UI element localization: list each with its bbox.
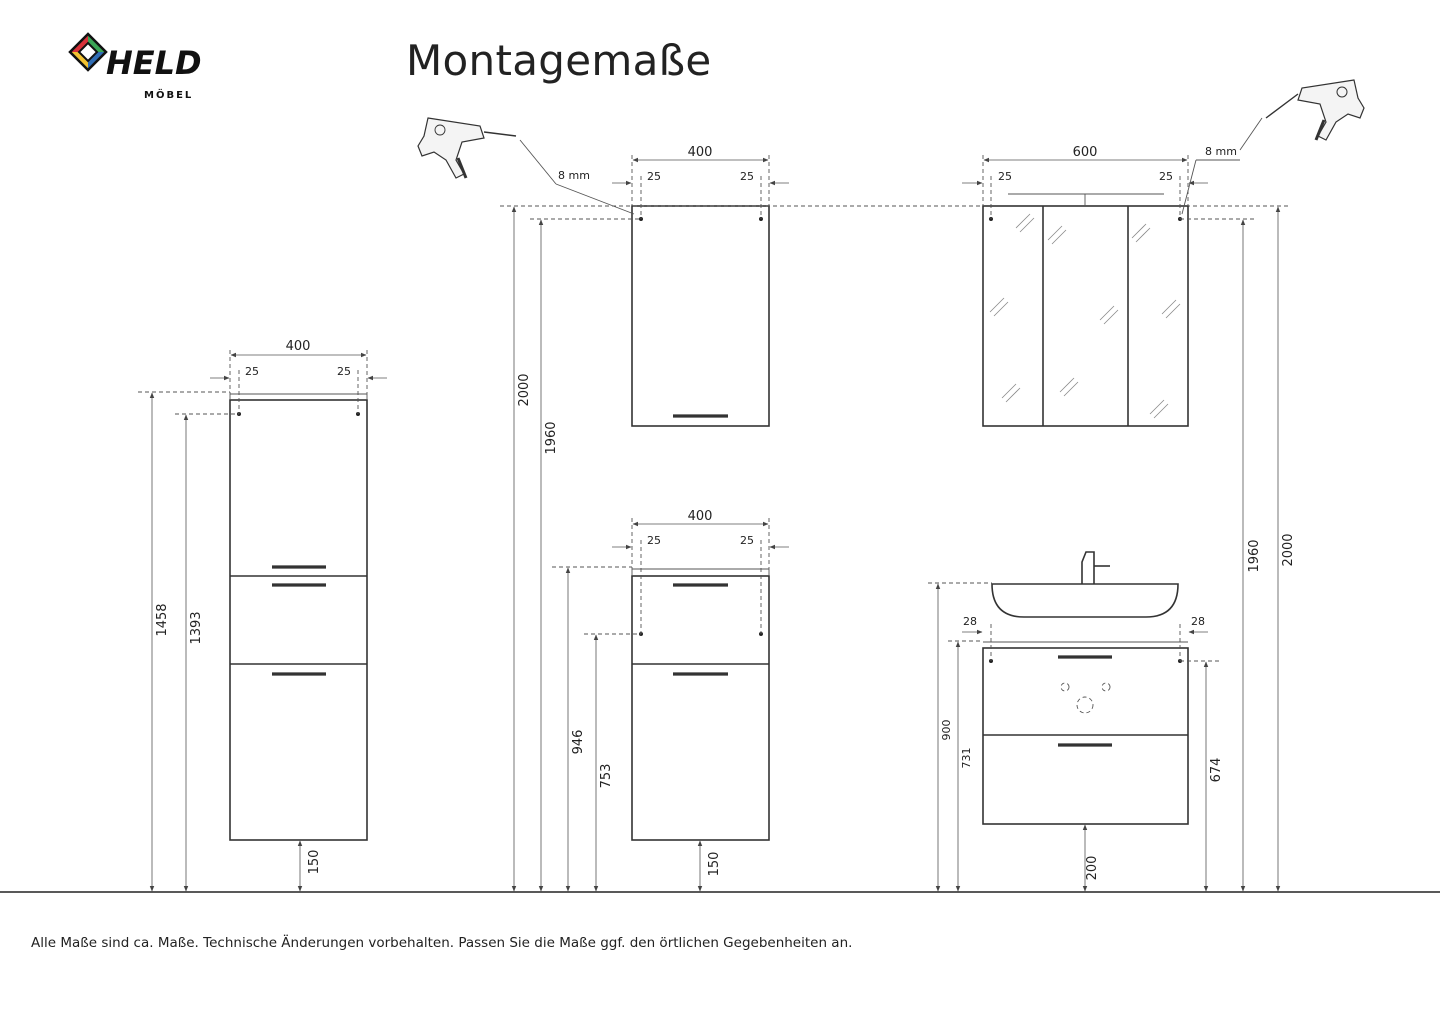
- tall-height-top-label: 1458: [155, 603, 170, 636]
- vanity-height-basin-label: 900: [940, 720, 953, 741]
- tall-width-label: 400: [286, 339, 311, 354]
- vanity-height-holes-label: 674: [1209, 758, 1224, 783]
- wall-width-label: 400: [688, 145, 713, 160]
- mirror-edge-right-label: 25: [1159, 170, 1173, 183]
- drill-icon: [417, 117, 517, 179]
- mirror-cabinet-dimensions: 600 25 25 8 mm 1960 2000: [962, 117, 1296, 892]
- tall-edge-right-label: 25: [337, 365, 351, 378]
- tall-cabinet: [229, 393, 368, 841]
- mirror-drill-label: 8 mm: [1205, 145, 1237, 158]
- logo-diamond-icon: [68, 32, 108, 72]
- tall-height-holes-label: 1393: [189, 611, 204, 644]
- tall-cabinet-dimensions: 400 25 25 1458 1393 150: [138, 339, 387, 892]
- wall-drill-label: 8 mm: [558, 169, 590, 182]
- wall-edge-right-label: 25: [740, 170, 754, 183]
- brand-name: HELD: [106, 44, 202, 82]
- drill-icon: [1265, 79, 1365, 141]
- mirror-height-top-label: 2000: [1281, 533, 1296, 566]
- low-cabinet-dimensions: 400 25 25 946 753 150: [552, 509, 789, 892]
- low-height-top-label: 946: [571, 730, 586, 755]
- vanity-height-top-label: 731: [960, 748, 973, 769]
- mirror-width-label: 600: [1073, 145, 1098, 160]
- low-height-holes-label: 753: [599, 764, 614, 789]
- vanity-edge-left-label: 28: [963, 615, 977, 628]
- brand-logo: HELD MÖBEL: [68, 32, 202, 101]
- low-cabinet: [631, 568, 770, 841]
- mirror-cabinet: [982, 193, 1189, 427]
- wall-edge-left-label: 25: [647, 170, 661, 183]
- mirror-edge-left-label: 25: [998, 170, 1012, 183]
- vanity-edge-right-label: 28: [1191, 615, 1205, 628]
- page-title: Montagemaße: [406, 36, 712, 85]
- vanity-floor-gap-label: 200: [1085, 856, 1100, 881]
- brand-subname: MÖBEL: [144, 87, 193, 101]
- disclaimer-note: Alle Maße sind ca. Maße. Technische Ände…: [31, 935, 853, 951]
- tall-floor-gap-label: 150: [307, 850, 322, 875]
- wall-height-holes-label: 1960: [544, 421, 559, 454]
- low-width-label: 400: [688, 509, 713, 524]
- low-edge-right-label: 25: [740, 534, 754, 547]
- low-edge-left-label: 25: [647, 534, 661, 547]
- wall-cabinet: [631, 205, 770, 427]
- wall-cabinet-dimensions: 400 25 25 8 mm 2000 1960: [500, 139, 1290, 892]
- wall-height-top-label: 2000: [517, 373, 532, 406]
- vanity-unit: [982, 551, 1189, 825]
- vanity-dimensions: 28 28 900 731 674 200: [928, 582, 1224, 892]
- mirror-height-holes-label: 1960: [1247, 539, 1262, 572]
- low-floor-gap-label: 150: [707, 852, 722, 877]
- tall-edge-left-label: 25: [245, 365, 259, 378]
